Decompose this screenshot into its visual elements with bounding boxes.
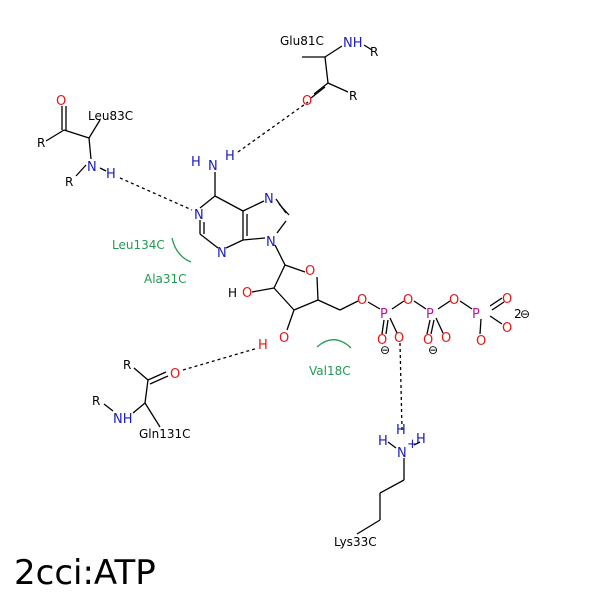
glu81-r1: R [370,45,378,59]
ribose-o3: O [279,331,289,346]
ribose-o2-o: O [242,286,252,301]
residue-gln131: R O R NH Gln131C [92,358,191,441]
lys33-bonds [356,441,421,535]
leu134-label: Leu134C [112,238,165,252]
alpha-o2: O [394,331,404,346]
beta-minus-charge: ⊖ [428,343,438,357]
val18-arc [316,339,352,349]
leu83-bonds [45,106,107,177]
alpha-o1: O [377,333,387,348]
leu134-arc [171,237,192,263]
gln131-r2: R [92,394,100,408]
ribose-o2-h: H [228,286,237,300]
phosphate-bonds [367,297,505,335]
ala31-label: Ala31C [144,272,187,286]
residue-glu81: Glu81C NH R O R [280,34,378,109]
phosphate-labels: O P O P O P O O O O O O O ⊖ ⊖ 2 ⊖ [357,292,530,357]
residue-lys33: H H N + H Lys33C [334,423,426,549]
lys33-h-right: H [416,432,426,447]
hydrogen-bonds [119,101,403,431]
gamma-o3: O [502,321,512,336]
adenine-n7: N [264,192,274,207]
gamma-o2: O [502,292,512,307]
alpha-minus-charge: ⊖ [380,343,390,357]
hydrophobic-residue-labels: Leu134C Ala31C Val18C [112,238,351,378]
leu83-r2: R [65,175,73,189]
val18-label: Val18C [309,364,351,378]
phosphate-alpha: P [380,307,388,322]
ribose-o4: O [305,264,315,279]
gamma-charge-number: 2 [514,307,522,321]
o-alpha-beta: O [403,293,413,308]
leu83-o: O [56,94,66,109]
gamma-o1: O [476,334,486,349]
gln131-bonds [103,367,169,428]
amino-h2: H [225,149,235,164]
atom-labels: H N H N N N N O O H O H [191,149,315,353]
o5-prime: O [357,293,367,308]
adenine-n1: N [194,208,204,223]
adenine-bonds [199,172,290,249]
leu83-n: N [87,160,97,175]
adenine-n9: N [266,235,276,250]
beta-o1: O [423,333,433,348]
lys33-label: Lys33C [334,535,377,549]
glu81-label: Glu81C [280,34,324,48]
residue-leu83: O Leu83C R R N H [37,94,133,189]
gln131-label: Gln131C [139,427,191,441]
glu81-o: O [302,94,312,109]
leu83-label: Leu83C [88,109,133,123]
ribose-bonds [251,244,359,331]
diagram-title: 2cci:ATP [14,553,156,593]
glu81-r2: R [349,89,357,103]
amino-n: N [208,159,218,174]
lys33-h-left: H [378,434,388,449]
gamma-minus-charge: ⊖ [520,307,530,321]
phosphate-gamma: P [472,307,480,322]
lys33-plus-charge: + [407,437,418,452]
leu83-r1: R [37,136,45,150]
lys33-h-top: H [396,423,406,438]
o-beta-gamma: O [449,293,459,308]
glu81-nh: NH [343,36,363,51]
gln131-o: O [170,367,180,382]
beta-o2: O [441,331,451,346]
gln131-r1: R [123,358,131,372]
leu83-h: H [106,167,116,182]
amino-h1: H [191,155,201,170]
adenine-n3: N [217,246,227,261]
glu81-bonds [302,44,373,99]
hydrophobic-contacts [171,237,352,349]
lys33-n: N [397,446,407,461]
ribose-o3-h: H [258,338,268,353]
gln131-nh: NH [113,412,133,427]
phosphate-beta: P [426,307,434,322]
